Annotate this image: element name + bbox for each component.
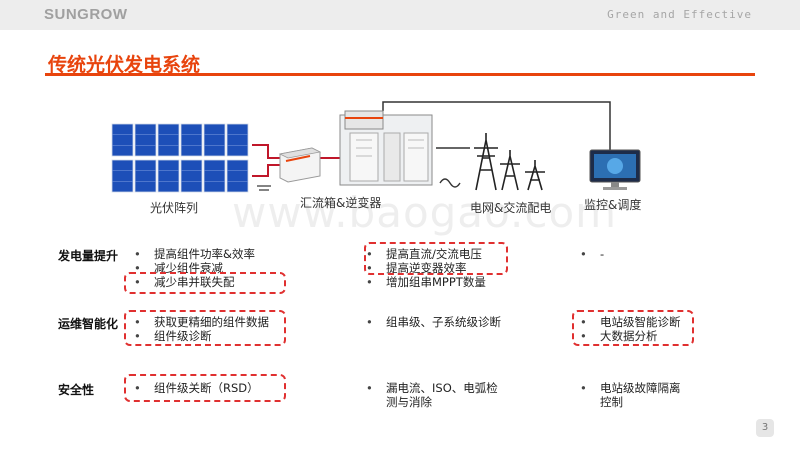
grid-distribution-label: 电网&交流配电 xyxy=(470,201,552,215)
list-item: - xyxy=(580,247,604,261)
list-item: 提高逆变器效率 xyxy=(366,261,486,275)
inverter-container-icon xyxy=(339,110,433,186)
pv-panel xyxy=(180,123,203,157)
row2-col2-list: 组串级、子系统级诊断 xyxy=(366,315,504,329)
list-item: 组件级关断（RSD） xyxy=(134,381,259,395)
pv-panel xyxy=(226,159,249,193)
highlight-box xyxy=(364,242,508,275)
pv-panel xyxy=(180,159,203,193)
pv-panel xyxy=(157,159,180,193)
watermark: www.baogao.com xyxy=(232,188,618,237)
dc-wiring xyxy=(252,144,340,177)
pv-panel xyxy=(203,159,226,193)
highlight-box xyxy=(124,272,286,294)
ground-symbol-icon xyxy=(257,185,271,191)
list-item: 提高组件功率&效率 xyxy=(134,247,255,261)
list-item: 减少串并联失配 xyxy=(134,275,255,289)
header-bar: SUNGROW Green and Effective xyxy=(0,0,800,30)
row-label-yield: 发电量提升 xyxy=(58,249,119,263)
row1-col2-list: 提高直流/交流电压 提高逆变器效率 增加组串MPPT数量 xyxy=(366,247,486,289)
row-label-om: 运维智能化 xyxy=(58,317,119,331)
list-item: 大数据分析 xyxy=(580,329,681,343)
pv-panel xyxy=(157,123,180,157)
row-label-safety: 安全性 xyxy=(58,383,95,397)
row3-col3-list: 电站级故障隔离控制 xyxy=(580,381,684,409)
pv-panel xyxy=(111,159,134,193)
list-item: 获取更精细的组件数据 xyxy=(134,315,269,329)
list-item: 增加组串MPPT数量 xyxy=(366,275,486,289)
list-item: 组串级、子系统级诊断 xyxy=(366,315,504,329)
row3-col2-list: 漏电流、ISO、电弧检测与消除 xyxy=(366,381,498,409)
ac-sine-icon xyxy=(439,178,461,188)
pv-array-label: 光伏阵列 xyxy=(150,201,199,215)
combiner-inverter-label: 汇流箱&逆变器 xyxy=(300,196,382,210)
list-item: 电站级智能诊断 xyxy=(580,315,681,329)
list-item: 电站级故障隔离控制 xyxy=(580,381,684,409)
page-number: 3 xyxy=(756,419,774,437)
row3-col1-list: 组件级关断（RSD） xyxy=(134,381,259,395)
header-tagline: Green and Effective xyxy=(607,8,752,21)
transmission-tower-icon xyxy=(474,133,545,191)
monitor-icon xyxy=(589,149,641,190)
row2-col3-list: 电站级智能诊断 大数据分析 xyxy=(580,315,681,343)
pv-panel xyxy=(134,123,157,157)
list-item: 提高直流/交流电压 xyxy=(366,247,486,261)
pv-panel xyxy=(226,123,249,157)
monitoring-label: 监控&调度 xyxy=(584,198,642,212)
combiner-box-icon xyxy=(278,147,322,183)
list-item: 组件级诊断 xyxy=(134,329,269,343)
list-item: 漏电流、ISO、电弧检测与消除 xyxy=(366,381,498,409)
pv-panel xyxy=(111,123,134,157)
title-underline xyxy=(45,73,755,76)
sungrow-logo: SUNGROW xyxy=(44,6,128,23)
row1-col3-list: - xyxy=(580,247,604,261)
highlight-box xyxy=(124,374,286,402)
row1-col1-list: 提高组件功率&效率 减少组件衰减 减少串并联失配 xyxy=(134,247,255,289)
pv-panel xyxy=(134,159,157,193)
pv-panel-icon xyxy=(111,123,249,193)
list-item: 减少组件衰减 xyxy=(134,261,255,275)
pv-panel xyxy=(203,123,226,157)
slide-title: 传统光伏发电系统 xyxy=(48,54,201,76)
highlight-box xyxy=(124,310,286,346)
row2-col1-list: 获取更精细的组件数据 组件级诊断 xyxy=(134,315,269,343)
ac-wiring xyxy=(382,101,611,150)
highlight-box xyxy=(572,310,694,346)
